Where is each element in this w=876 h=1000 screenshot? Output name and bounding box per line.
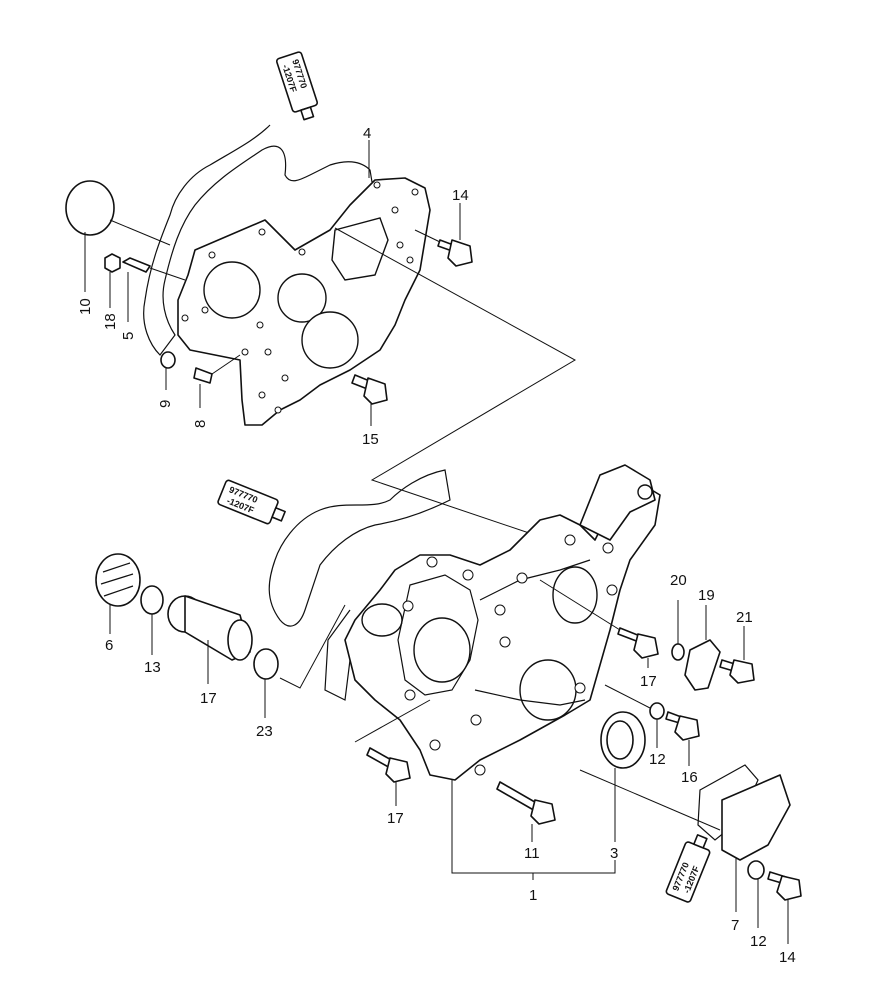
callout-23: 23 (256, 723, 273, 740)
callout-3: 3 (610, 845, 618, 862)
bolt-17-right (617, 627, 659, 659)
stud-5 (122, 257, 151, 273)
callout-18: 18 (102, 313, 119, 330)
nut-18 (104, 253, 121, 273)
filler-cap-6 (95, 553, 141, 607)
bolt-14-upper (437, 239, 473, 267)
case-bore-upper (552, 566, 598, 624)
oil-seal-3 (600, 711, 646, 769)
bolt-16 (665, 711, 700, 741)
o-ring-20 (671, 643, 685, 661)
callout-13: 13 (144, 659, 161, 676)
gear-case-gasket-lower (268, 469, 451, 627)
callout-19: 19 (698, 587, 715, 604)
callout-14-upper: 14 (452, 187, 469, 204)
o-ring-23 (253, 648, 279, 680)
bolt-11 (496, 781, 556, 825)
plate-bore-center (277, 273, 327, 323)
o-ring-13 (140, 585, 164, 615)
callout-7: 7 (731, 917, 739, 934)
sealant-tube-middle: 977770 -1207F (217, 479, 286, 525)
gear-case-gasket-upper (143, 124, 373, 356)
bolt-17-left (366, 747, 411, 783)
callout-8: 8 (192, 420, 209, 428)
cover-plate-7 (721, 774, 791, 861)
ring-9 (160, 351, 176, 369)
cover-19 (684, 639, 721, 691)
bolt-21 (719, 659, 755, 684)
callout-6: 6 (105, 637, 113, 654)
callout-5: 5 (120, 332, 137, 340)
callout-11: 11 (524, 845, 540, 862)
callout-12-mid: 12 (649, 751, 666, 768)
gear-case-bracket (579, 464, 656, 541)
callout-9: 9 (157, 400, 174, 408)
case-bolt-bosses (402, 534, 618, 776)
washer-12-mid (649, 702, 665, 720)
callout-22: 17 (200, 690, 217, 707)
callout-16: 16 (681, 769, 698, 786)
callout-10: 10 (77, 298, 94, 315)
callout-20: 20 (670, 572, 687, 589)
plate-bolt-holes (181, 181, 419, 414)
plate-bore-left (203, 261, 261, 319)
gear-case (344, 479, 661, 781)
callout-14-lower: 14 (779, 949, 796, 966)
callout-17-left: 17 (387, 810, 404, 827)
case-filler-neck (361, 603, 403, 637)
sealant-tube-bottom: 977770 -1207F (665, 834, 711, 903)
case-bore-right (519, 659, 577, 721)
sealant-tube-top: 977770 -1207F (275, 51, 319, 121)
callout-15: 15 (362, 431, 379, 448)
callout-12-lower: 12 (750, 933, 767, 950)
callout-4: 4 (363, 125, 371, 142)
washer-12-lower (747, 860, 765, 880)
bolt-15 (351, 374, 388, 405)
callout-21: 21 (736, 609, 753, 626)
dowel-pin-8 (193, 367, 213, 384)
callout-1: 1 (529, 887, 537, 904)
callout-labels: 4 14 10 18 5 9 8 15 6 13 17 23 17 11 3 1… (77, 125, 796, 966)
callout-17-right: 17 (640, 673, 657, 690)
o-ring-10 (65, 180, 115, 236)
oil-filler-neck-22 (167, 595, 253, 661)
plate-bore-lower (301, 311, 359, 369)
bolt-14-lower (767, 871, 802, 901)
case-bore-left (413, 617, 471, 683)
